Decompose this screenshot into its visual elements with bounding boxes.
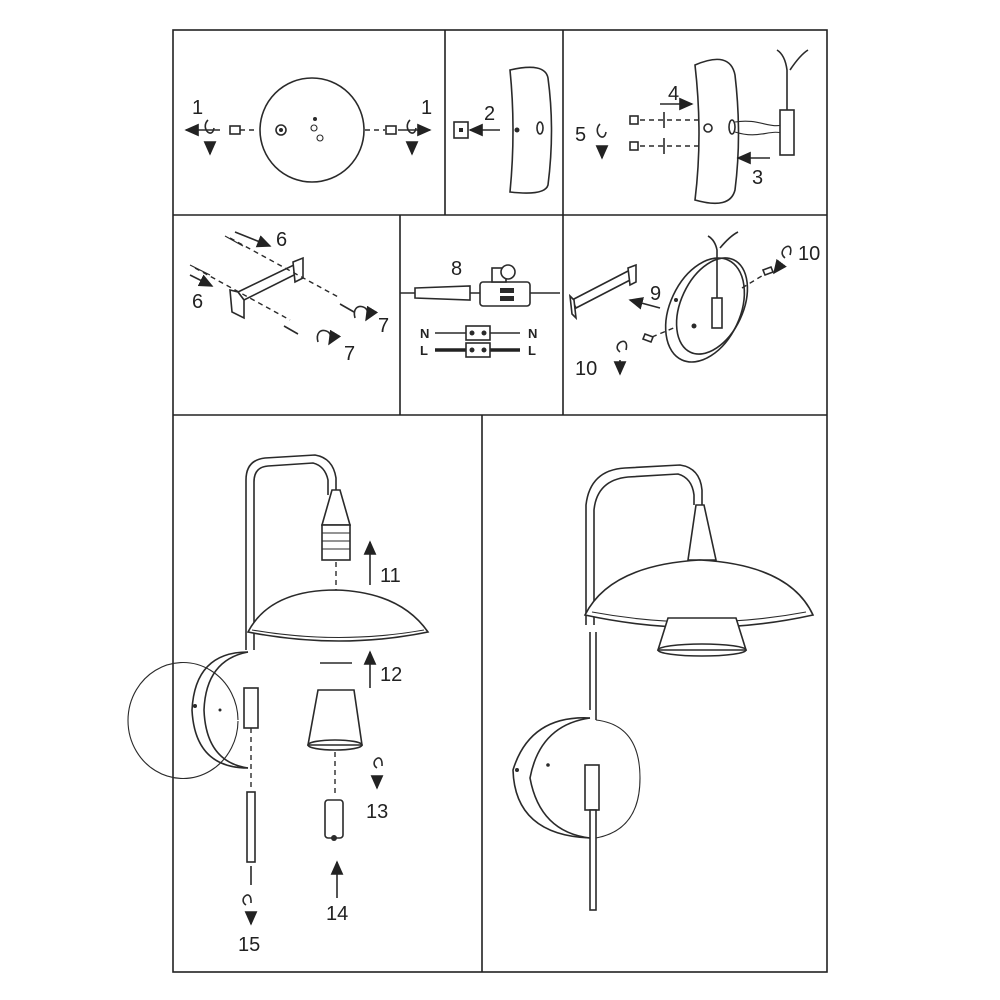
panel-step-2: 2 [453, 66, 553, 194]
step-label-15: 15 [238, 934, 260, 956]
step-label-9: 9 [650, 283, 661, 305]
step-label-5: 5 [575, 124, 586, 146]
panel-step-8-terminal-block: 8 N N L L [400, 258, 560, 358]
panel-step-3-4-5: 5 4 3 [575, 49, 809, 205]
step-label-12: 12 [380, 664, 402, 686]
live-label-left: L [420, 343, 428, 358]
panel-step-1: 1 1 [184, 77, 432, 183]
step-label-7: 7 [378, 315, 389, 337]
step-label-13: 13 [366, 801, 388, 823]
step-label-10b: 10 [575, 358, 597, 380]
step-label-10: 10 [798, 243, 820, 265]
panel-step-11-15-exploded: 11 12 13 14 15 [127, 454, 430, 956]
step-label-7b: 7 [344, 343, 355, 365]
step-label-6b: 6 [192, 291, 203, 313]
step-label-8: 8 [451, 258, 462, 280]
step-label-14: 14 [326, 903, 348, 925]
step-label-1: 1 [192, 97, 203, 119]
step-label-4: 4 [668, 83, 679, 105]
step-label-1b: 1 [421, 97, 432, 119]
step-label-3: 3 [752, 167, 763, 189]
neutral-label-left: N [420, 326, 429, 341]
step-label-11: 11 [380, 565, 401, 587]
live-label-right: L [528, 343, 536, 358]
panel-step-6-7: 6 6 7 7 [189, 229, 389, 365]
panel-assembled-lamp [512, 464, 815, 911]
panel-step-9-10: 9 10 10 [568, 231, 820, 380]
panel-grid [172, 29, 828, 973]
step-label-2: 2 [484, 103, 495, 125]
step-label-6: 6 [276, 229, 287, 251]
neutral-label-right: N [528, 326, 537, 341]
